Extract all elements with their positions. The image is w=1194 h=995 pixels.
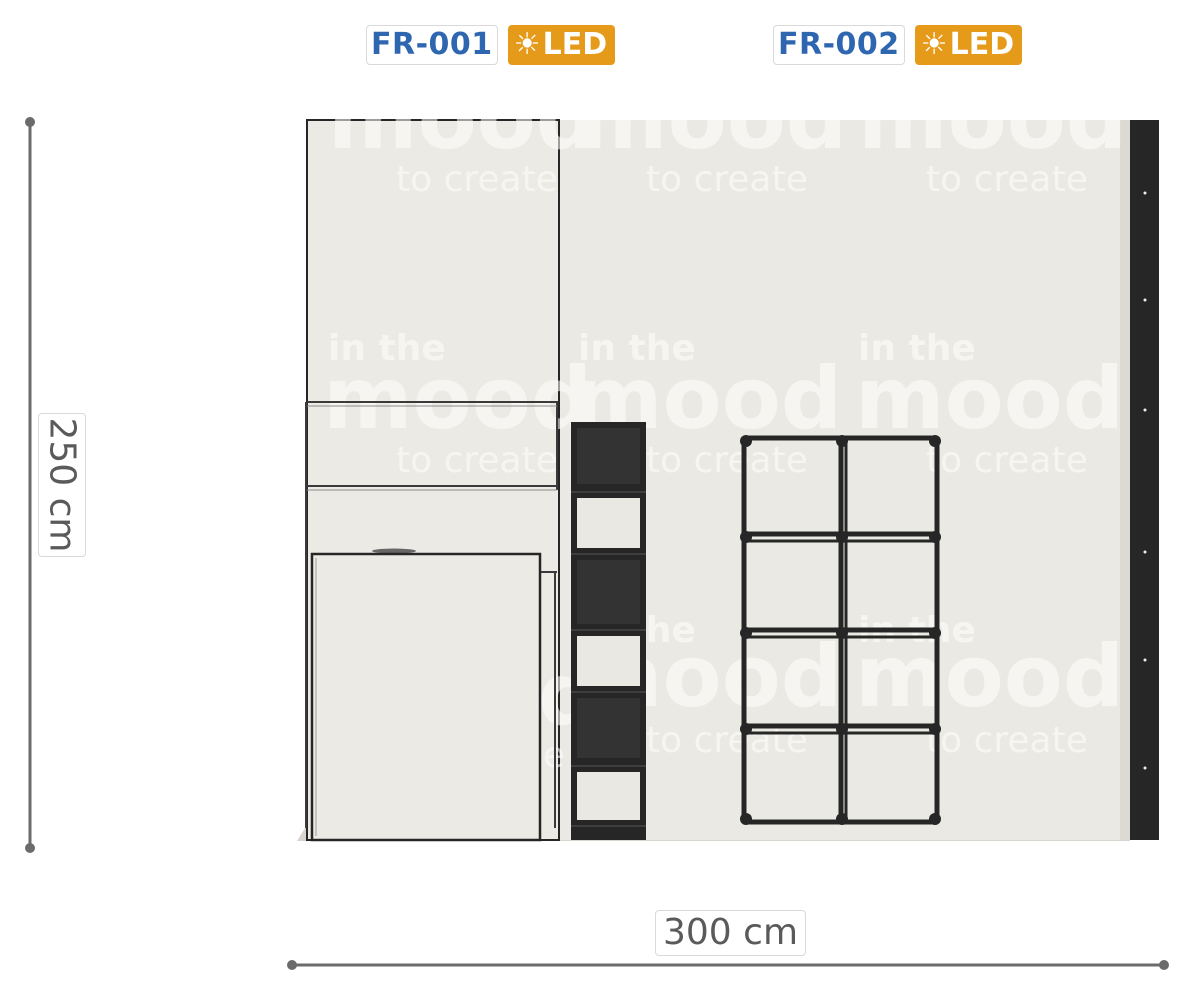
- led-badge-label: LED: [542, 27, 608, 62]
- height-dimension-start: [25, 117, 35, 127]
- led-badge: ☀ LED: [914, 25, 1023, 65]
- watermark-in-the: in the: [578, 328, 696, 369]
- frame-code: FR-001: [366, 25, 498, 65]
- height-value: 250 cm: [42, 417, 83, 553]
- watermark-to-create: to create: [646, 440, 808, 481]
- frame-label-fr-001: FR-001 ☀ LED: [366, 25, 616, 65]
- led-badge: ☀ LED: [507, 25, 616, 65]
- watermark-to-create: to create: [646, 159, 808, 200]
- frame-label-fr-002: FR-002 ☀ LED: [773, 25, 1023, 65]
- cube-shelf-connectors: [740, 435, 941, 825]
- sun-icon: ☀: [513, 27, 541, 62]
- watermark-to-create: to create: [926, 159, 1088, 200]
- watermark-in-the: in the: [858, 328, 976, 369]
- watermark-mood: mood: [858, 69, 1127, 169]
- watermark-to-create: to create: [926, 720, 1088, 761]
- width-dimension-start: [287, 960, 297, 970]
- led-badge-label: LED: [949, 27, 1015, 62]
- watermark-mood: mood: [328, 69, 597, 169]
- watermark-mood: mood: [855, 627, 1124, 727]
- width-value: 300 cm: [663, 912, 799, 953]
- sun-icon: ☀: [920, 27, 948, 62]
- watermark-in-the: in the: [328, 328, 446, 369]
- width-dimension-label: 300 cm: [655, 910, 807, 956]
- brochure-stand: [571, 422, 646, 840]
- end-frame-dots: [1143, 191, 1147, 770]
- width-dimension-end: [1159, 960, 1169, 970]
- watermark-to-create: to create: [926, 440, 1088, 481]
- glass-showcase: [305, 401, 558, 842]
- frame-code: FR-002: [773, 25, 905, 65]
- watermark-to-create: to create: [396, 159, 558, 200]
- watermark-to-create: to create: [396, 440, 558, 481]
- watermark-mood: mood: [323, 349, 592, 449]
- height-dimension-end: [25, 843, 35, 853]
- watermark-mood: mood: [855, 349, 1124, 449]
- watermark-mood: mood: [578, 69, 847, 169]
- end-frame: [1130, 120, 1159, 840]
- height-dimension-label: 250 cm: [38, 413, 86, 557]
- wall-return: [1120, 120, 1130, 840]
